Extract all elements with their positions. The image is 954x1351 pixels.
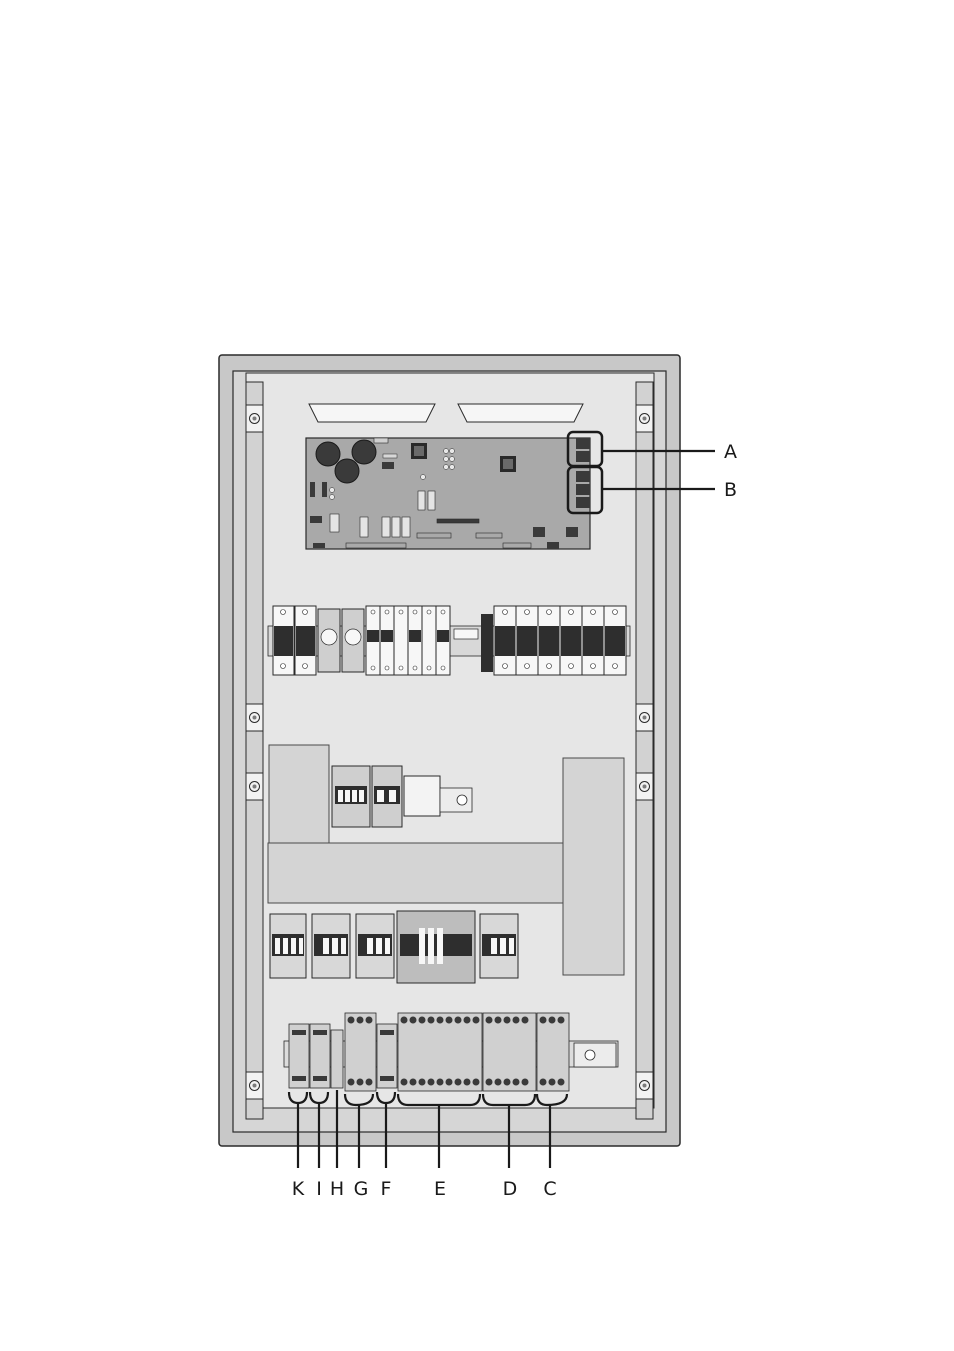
terminal-group-h xyxy=(330,1029,344,1089)
callout-label-h: H xyxy=(330,1178,344,1200)
terminal-group-e xyxy=(397,1012,483,1092)
capacitor xyxy=(315,441,341,467)
left-mounting-rail xyxy=(245,381,264,1120)
leader-lines-bottom xyxy=(287,1090,569,1168)
terminal-group-d xyxy=(482,1012,537,1092)
cable-duct-covers xyxy=(267,744,625,976)
right-mounting-rail xyxy=(635,381,654,1120)
terminal-group-k xyxy=(288,1023,310,1089)
leader-lines-right xyxy=(602,449,715,491)
callout-label-f: F xyxy=(381,1178,392,1200)
terminal-group-i xyxy=(309,1023,331,1089)
contactor-group-middle xyxy=(331,765,473,828)
callout-label-e: E xyxy=(434,1178,446,1200)
callout-label-i: I xyxy=(316,1178,322,1200)
callout-label-c: C xyxy=(543,1178,556,1200)
terminal-block-row xyxy=(283,1012,619,1092)
circuit-breaker-row-upper xyxy=(267,605,631,676)
callout-label-a: A xyxy=(724,441,737,463)
control-board xyxy=(305,430,604,550)
terminal-group-g xyxy=(344,1012,377,1092)
terminal-group-c xyxy=(536,1012,570,1092)
terminal-group-f xyxy=(376,1023,398,1089)
callout-label-k: K xyxy=(292,1178,305,1200)
capacitor xyxy=(351,439,377,465)
callout-label-g: G xyxy=(354,1178,369,1200)
callout-label-d: D xyxy=(503,1178,518,1200)
callout-label-b: B xyxy=(724,479,737,501)
contactor-row-lower xyxy=(269,910,519,984)
ventilation-slots xyxy=(308,403,584,423)
capacitor xyxy=(334,458,360,484)
